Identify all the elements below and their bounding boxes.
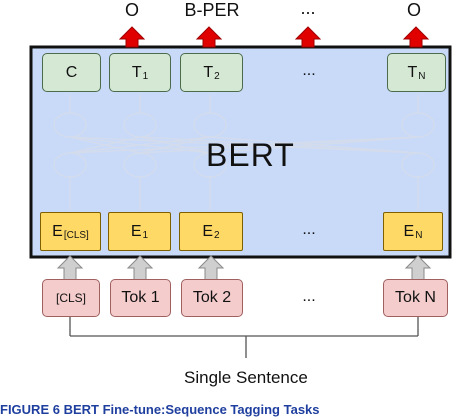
sentence-label: Single Sentence (184, 368, 308, 387)
input-row-dots: ... (302, 288, 316, 305)
embedding-box-en-sub: N (415, 230, 423, 241)
output-box-c: C (42, 53, 101, 92)
input-token-1-text: Tok 1 (121, 289, 160, 306)
embedding-box-e2-sub: 2 (214, 230, 220, 241)
input-arrow-cls (56, 255, 84, 281)
input-token-2-text: Tok 2 (192, 289, 232, 306)
output-box-tn-sub: N (418, 71, 426, 82)
output-label-bper: B-PER (184, 0, 240, 20)
bert-label: BERT (206, 137, 295, 173)
input-token-cls: [CLS] (42, 279, 100, 317)
input-token-2: Tok 2 (181, 279, 243, 317)
output-label-dots: ... (300, 0, 316, 18)
embedding-box-cls-sub: [CLS] (63, 230, 89, 241)
input-arrows (56, 255, 432, 281)
input-arrow-tokn (404, 255, 432, 281)
output-arrow-3 (294, 26, 322, 48)
output-box-t2-sub: 2 (214, 71, 220, 82)
output-box-t1-text: T (131, 63, 142, 81)
output-arrow-4 (402, 26, 430, 48)
embedding-box-e1-text: E (130, 222, 142, 240)
input-arrow-tok2 (197, 255, 225, 281)
sentence-bracket (69, 316, 419, 358)
figure-caption: FIGURE 6 BERT Fine-tune:Sequence Tagging… (0, 402, 320, 417)
output-box-t1-sub: 1 (142, 71, 149, 82)
output-arrows (118, 26, 430, 48)
output-box-c-text: C (65, 63, 78, 81)
output-arrow-1 (118, 26, 146, 48)
output-label-o1: O (124, 0, 139, 20)
input-token-cls-text: [CLS] (55, 291, 86, 305)
embedding-box-cls: E[CLS] (40, 212, 101, 251)
input-token-n-text: Tok N (395, 289, 436, 306)
embedding-box-cls-text: E (52, 222, 63, 240)
output-box-tn-text: T (407, 63, 418, 81)
input-token-n: Tok N (383, 279, 448, 317)
output-label-o2: O (406, 0, 421, 20)
output-arrow-2 (195, 26, 223, 48)
input-arrow-tok1 (126, 255, 154, 281)
embedding-box-e2-text: E (202, 222, 214, 240)
embedding-box-e1-sub: 1 (142, 230, 149, 241)
transformer-network (53, 95, 435, 210)
output-box-t2-text: T (203, 63, 214, 81)
embedding-box-en-text: E (403, 222, 415, 240)
embedding-row-dots: ... (302, 221, 316, 238)
input-token-1: Tok 1 (110, 279, 171, 317)
output-row-dots: ... (302, 62, 316, 79)
